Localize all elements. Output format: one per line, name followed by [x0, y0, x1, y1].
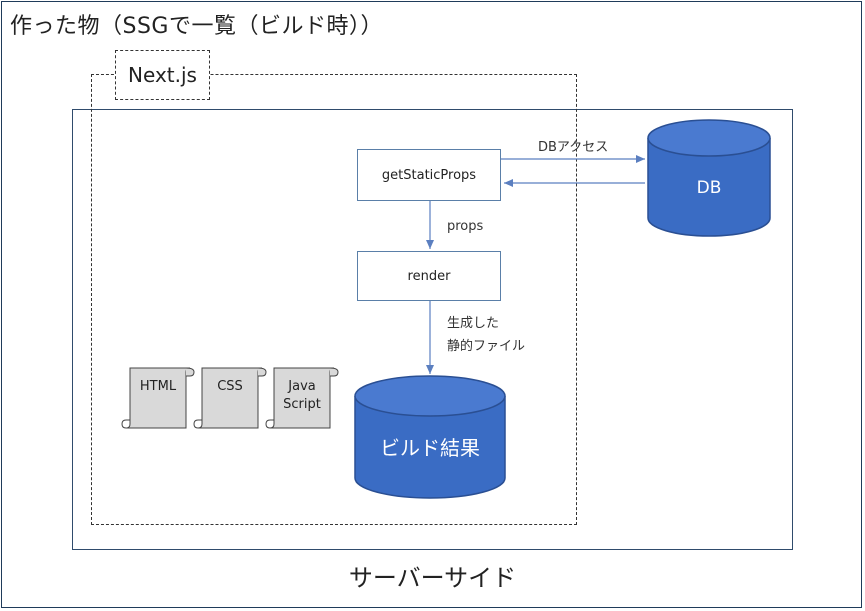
static-files-label-line1: 生成した: [447, 316, 500, 331]
css-document: CSS: [202, 378, 258, 396]
javascript-document: Java Script: [274, 378, 330, 414]
db-label: DB: [696, 178, 722, 198]
build-result-label: ビルド結果: [380, 436, 480, 460]
html-document: HTML: [130, 378, 186, 396]
db-cylinder: [647, 119, 771, 237]
document-label-line1: Java: [288, 379, 316, 394]
db-access-label: DBアクセス: [538, 140, 609, 155]
static-files-label-line2: 静的ファイル: [447, 339, 526, 354]
server-side-label: サーバーサイド: [348, 564, 517, 592]
html-document-shape: [121, 367, 195, 429]
render-box: render: [357, 251, 501, 301]
document-label-line1: HTML: [139, 379, 177, 394]
css-document-shape: [193, 367, 267, 429]
server-side-box: [72, 109, 793, 550]
render-label: render: [407, 268, 451, 284]
document-label-line1: CSS: [217, 379, 243, 394]
diagram-title: 作った物（SSGで一覧（ビルド時））: [10, 14, 383, 39]
nextjs-label-box: Next.js: [115, 50, 210, 100]
get-static-props-box: getStaticProps: [357, 149, 501, 201]
nextjs-boundary: [91, 74, 577, 525]
document-label-line2: Script: [283, 397, 321, 412]
nextjs-label: Next.js: [128, 63, 197, 87]
get-static-props-label: getStaticProps: [381, 167, 477, 183]
props-label: props: [447, 219, 484, 234]
javascript-document-shape: [265, 367, 339, 429]
build-result-cylinder: [354, 375, 506, 499]
